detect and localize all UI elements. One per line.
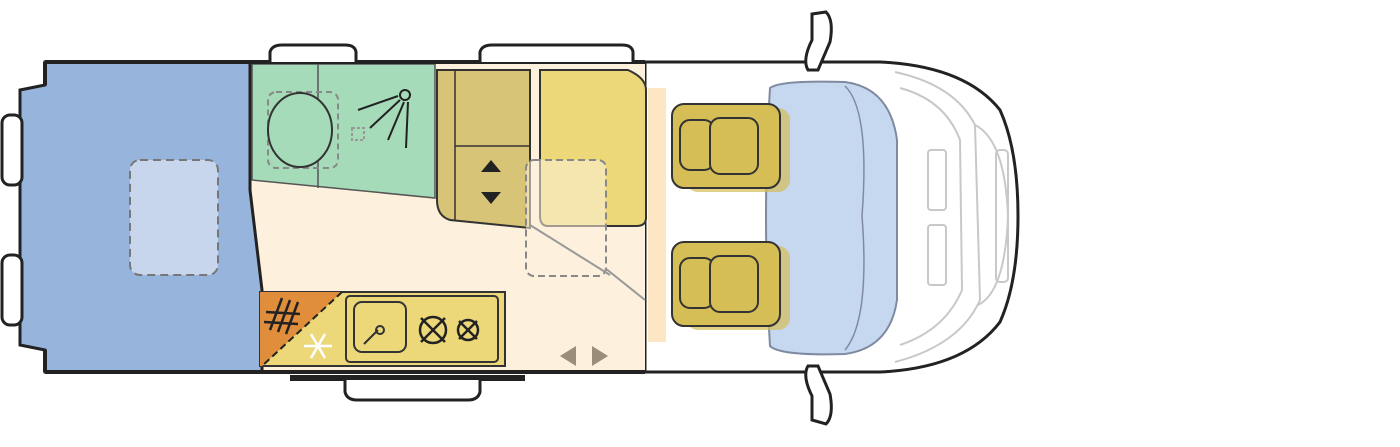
windshield: [765, 80, 898, 356]
bathroom: [251, 63, 436, 199]
cab-hood-lines-2: [899, 87, 964, 346]
oven-icon: [260, 291, 343, 367]
floor-edge-strip: [648, 88, 666, 342]
cab-vent-3: [995, 149, 1009, 283]
side-window-bottom: [343, 380, 482, 402]
burner-icon: [418, 315, 480, 345]
toilet-icon: [267, 91, 339, 169]
cab-vent-1: [927, 149, 947, 211]
cab-vent-2: [927, 224, 947, 286]
wardrobe: [436, 69, 531, 230]
rear-bed: [18, 60, 264, 374]
table-outline: [525, 159, 611, 277]
passenger-seat-icon: [671, 241, 790, 330]
roof-windows-top: [268, 43, 635, 62]
rear-lights: [0, 113, 24, 327]
side-mirror-icon: [804, 10, 833, 426]
sliding-door-arrows-icon: [560, 346, 608, 366]
snowflake-icon: [304, 333, 332, 359]
windshield-highlight: [844, 85, 865, 351]
sink-icon: [353, 301, 407, 353]
driver-seat-icon: [671, 103, 790, 192]
kitchen: [259, 291, 506, 367]
up-down-arrows-icon: [481, 160, 501, 204]
bed-hatch: [129, 159, 219, 276]
entry-line: [604, 267, 646, 301]
shower-icon: [351, 89, 411, 149]
